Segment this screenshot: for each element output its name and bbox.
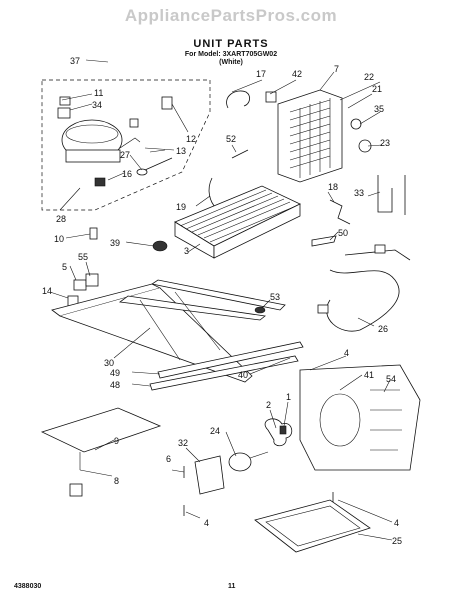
callout-18: 18	[328, 182, 338, 192]
callout-14: 14	[42, 286, 52, 296]
callout-49: 49	[110, 368, 120, 378]
callout-17: 17	[256, 69, 266, 79]
callout-42: 42	[292, 69, 302, 79]
color-label: (White)	[219, 59, 243, 66]
part-50	[311, 235, 337, 247]
drain-pan	[254, 499, 371, 553]
callout-23: 23	[380, 138, 390, 148]
part-55	[85, 273, 99, 287]
callout-11: 11	[94, 88, 103, 98]
callout-7: 7	[334, 64, 339, 74]
callout-5: 5	[62, 262, 67, 272]
rail-49	[157, 341, 304, 379]
evaporator-coil	[174, 185, 301, 259]
callout-19: 19	[176, 202, 186, 212]
callout-8: 8	[114, 476, 119, 486]
part-5	[73, 279, 87, 291]
part-19	[208, 177, 217, 209]
callout-3: 3	[184, 246, 189, 256]
fan-motor-24	[228, 451, 269, 472]
callout-24: 24	[210, 426, 220, 436]
bracket-18	[329, 199, 351, 225]
callout-34: 34	[92, 100, 102, 110]
drier-tube	[144, 157, 173, 171]
callout-55: 55	[78, 252, 88, 262]
callout-30: 30	[104, 358, 114, 368]
bracket-33	[377, 175, 393, 213]
page-number: 11	[228, 583, 236, 590]
part-39	[152, 240, 168, 252]
terminal-cover	[94, 177, 106, 187]
callout-21: 21	[372, 84, 382, 94]
condenser-fan	[264, 418, 293, 447]
clip-part	[129, 118, 139, 128]
callout-40: 40	[238, 370, 248, 380]
leveling-foot-8	[69, 483, 83, 497]
grommet-42	[265, 91, 277, 103]
callout-2: 2	[266, 400, 271, 410]
callout-53: 53	[270, 292, 280, 302]
callout-48: 48	[110, 380, 120, 390]
relay-part	[59, 96, 71, 106]
model-label: For Model: 3XART705GW02	[184, 51, 278, 58]
drier	[136, 168, 148, 176]
site-watermark: AppliancePartsPros.com	[124, 6, 338, 25]
compressor	[61, 119, 141, 163]
callout-28: 28	[56, 214, 66, 224]
tubing-17	[226, 90, 250, 109]
callout-9: 9	[114, 436, 119, 446]
callout-25: 25	[392, 536, 402, 546]
callout-4-lower-right: 4	[394, 518, 399, 528]
callout-39: 39	[110, 238, 120, 248]
callout-1: 1	[286, 392, 291, 402]
callout-12: 12	[186, 134, 196, 144]
condenser	[277, 89, 343, 183]
callout-50: 50	[338, 228, 348, 238]
callout-54: 54	[386, 374, 396, 384]
fan-motor-35	[350, 118, 362, 130]
overload-part	[57, 107, 71, 119]
base-frame	[51, 279, 286, 383]
part-10	[89, 227, 98, 240]
callout-4-lower-left: 4	[204, 518, 209, 528]
compressor-group-outline	[41, 79, 211, 211]
diagram-title: UNIT PARTS	[193, 38, 269, 50]
rail-48	[149, 355, 299, 391]
callout-41: 41	[364, 370, 374, 380]
callout-4: 4	[344, 348, 349, 358]
callout-35: 35	[374, 104, 384, 114]
callout-16: 16	[122, 169, 132, 179]
bracket-part	[161, 96, 173, 110]
callout-22: 22	[364, 72, 374, 82]
callout-32: 32	[178, 438, 188, 448]
callout-13: 13	[176, 146, 186, 156]
bracket-32	[194, 455, 225, 495]
callout-27: 27	[120, 150, 130, 160]
callout-6: 6	[166, 454, 171, 464]
callout-10: 10	[54, 234, 64, 244]
document-number: 4388030	[14, 583, 42, 590]
callout-26: 26	[378, 324, 388, 334]
callout-52: 52	[226, 134, 236, 144]
callout-33: 33	[354, 188, 364, 198]
panel-9	[40, 407, 162, 453]
fan-shroud	[299, 364, 421, 471]
part-52	[231, 149, 249, 159]
callout-37: 37	[70, 56, 80, 66]
wire-harness	[326, 269, 400, 332]
part-53	[254, 306, 266, 314]
